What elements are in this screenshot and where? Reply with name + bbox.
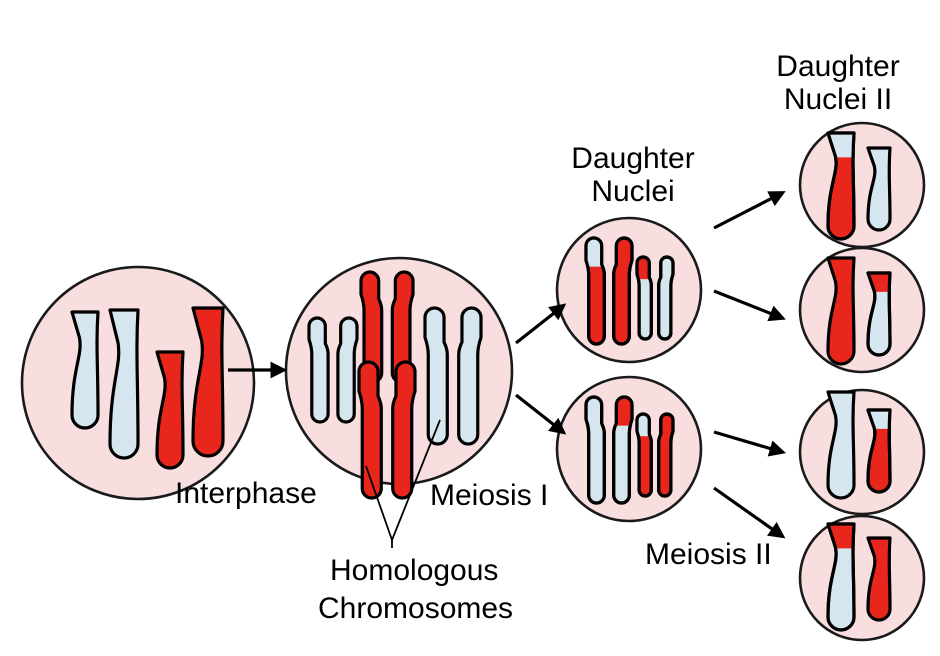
daughter-nucleus-II-4 (798, 514, 926, 642)
arrow-meiosis-one-to-daughter-upper (515, 303, 567, 345)
chromosome-outline (584, 395, 634, 505)
label-daughter-nuclei-line-2: Nuclei (591, 175, 674, 208)
cell-membrane (798, 514, 926, 642)
chromosome-blue-rod (108, 308, 140, 460)
chromosome-body (307, 316, 359, 424)
chromosome-body (155, 350, 185, 470)
chromosome-blue-rod (826, 522, 856, 632)
chromosome-body (866, 536, 892, 622)
chromosome-outline (584, 236, 634, 346)
chromosome-body (423, 306, 483, 446)
chromosome-red-rod (155, 350, 185, 470)
chromosome-body (108, 308, 140, 460)
label-homologous-line-2: Chromosomes (318, 592, 513, 625)
chromosome-outline (826, 522, 856, 632)
chromosome-outline (635, 412, 675, 498)
label-homologous-line-1: Homologous (330, 554, 498, 587)
leader-line-homologous-right (391, 419, 441, 541)
cells-layer (20, 121, 926, 642)
arrow-daughter-lower-to-final-four (713, 486, 786, 539)
label-daughter-nuclei-2-line-1: Daughter (776, 50, 899, 83)
chromosome-body (191, 306, 225, 458)
chromosome-blue-rod (866, 271, 892, 357)
chromosome-blue-rod (826, 390, 856, 500)
label-daughter-nuclei-line-1: Daughter (571, 142, 694, 175)
label-meiosis-1: Meiosis I (430, 479, 548, 512)
daughter-nucleus-upper (555, 216, 703, 364)
arrow-daughter-upper-to-final-two (713, 289, 786, 322)
chromosome-red-rod (866, 408, 892, 494)
chromosome-red-rod (826, 256, 856, 366)
chromosome-body (826, 390, 856, 500)
daughter-nucleus-II-1 (798, 121, 926, 249)
chromosome-body (826, 256, 856, 366)
chromosome-blue-rod (866, 146, 892, 232)
cell-membrane (798, 388, 926, 516)
chromosome-blue-x (423, 306, 483, 446)
label-interphase: Interphase (175, 477, 317, 510)
meiosis-one-cell (284, 256, 514, 500)
daughter-nucleus-II-2 (798, 246, 926, 374)
chromosome-red-rod (866, 536, 892, 622)
chromosome-blue-x (307, 316, 359, 424)
leader-line-homologous-left (365, 465, 393, 541)
chromosome-body (70, 310, 100, 430)
chromosome-blue-rod (70, 310, 100, 430)
arrow-meiosis-one-to-daughter-lower (515, 393, 567, 435)
chromosome-red-x (635, 412, 675, 498)
arrow-daughter-upper-to-final-one (713, 191, 786, 230)
leader-lines-layer (365, 419, 441, 548)
chromosome-blue-x (584, 395, 634, 505)
chromosome-outline (866, 271, 892, 357)
chromosome-outline (635, 255, 675, 341)
chromosome-body (866, 146, 892, 232)
label-meiosis-2: Meiosis II (645, 538, 772, 571)
chromosome-red-rod (826, 131, 856, 241)
chromosome-blue-x (635, 255, 675, 341)
chromosome-outline (866, 408, 892, 494)
arrow-daughter-lower-to-final-three (713, 430, 786, 457)
daughter-nucleus-lower (555, 375, 703, 523)
chromosome-outline (826, 131, 856, 241)
arrows-layer (228, 191, 786, 539)
daughter-nucleus-II-3 (798, 388, 926, 516)
chromosome-red-rod (191, 306, 225, 458)
interphase-cell (20, 265, 256, 501)
cell-membrane (798, 121, 926, 249)
label-daughter-nuclei-2-line-2: Nuclei II (784, 83, 892, 116)
labels-layer: Interphase Meiosis I HomologousChromosomes… (175, 50, 900, 625)
cell-membrane (798, 246, 926, 374)
